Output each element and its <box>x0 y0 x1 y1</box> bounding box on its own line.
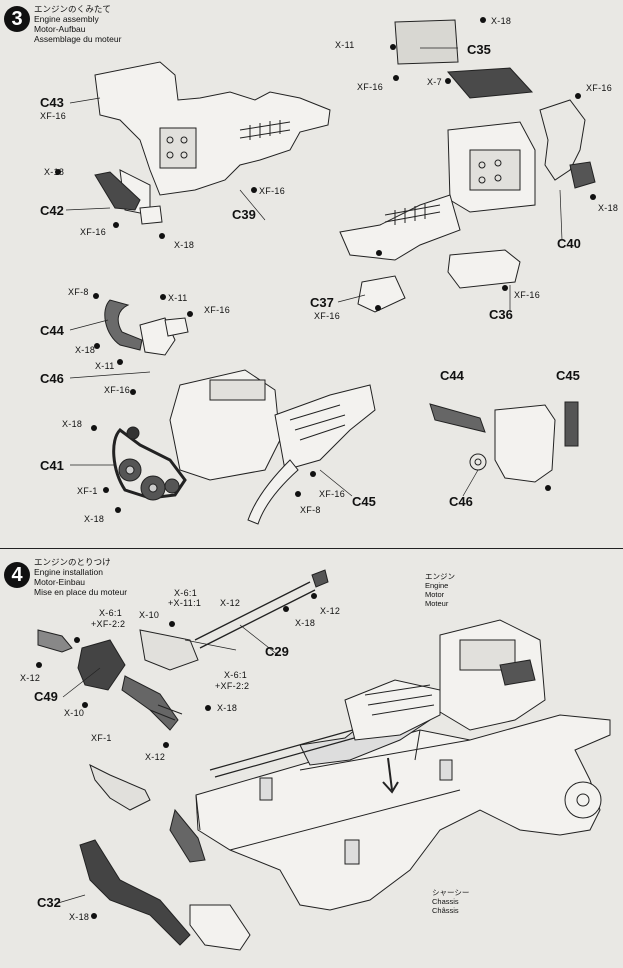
screw-x6-1-diff: X-6:1 <box>99 608 123 618</box>
engine-note-en: Engine <box>425 581 449 590</box>
installed-engine-illustration <box>344 619 546 794</box>
turbo-detail-illustration <box>429 401 579 483</box>
screw-x7: X-7 <box>427 77 442 87</box>
chassis-note: シャーシー Chassis Châssis <box>432 888 469 915</box>
screw-x6-1-top: X-6:1 <box>174 588 198 598</box>
step-3-title-jp: エンジンのくみたて <box>34 4 111 14</box>
screw-xf16-c43: XF-16 <box>40 111 67 121</box>
screw-xf16-c42: XF-16 <box>80 227 107 237</box>
screw-xf8-c44: XF-8 <box>68 287 89 297</box>
engine-note-de: Motor <box>425 590 445 599</box>
screw-xf16-c40: XF-16 <box>586 83 613 93</box>
screw-x18-c42-bottom: X-18 <box>174 240 195 250</box>
step-4-title-jp: エンジンのとりつけ <box>34 557 111 567</box>
screw-x6-1-axle: X-6:1 <box>224 670 248 680</box>
screw-x18-axle: X-18 <box>217 703 238 713</box>
screw-xf1-axle: XF-1 <box>91 733 112 743</box>
screw-xf16-c37: XF-16 <box>314 311 341 321</box>
step-3-heading: エンジンのくみたて Engine assembly Motor-Aufbau A… <box>34 4 121 44</box>
part-c42: C42 <box>40 203 64 218</box>
screw-x18-c44: X-18 <box>75 345 96 355</box>
engine-note-fr: Moteur <box>425 599 449 608</box>
screw-xf1-c41: XF-1 <box>77 486 98 496</box>
part-c39: C39 <box>232 207 256 222</box>
screw-xf16-c36: XF-16 <box>514 290 541 300</box>
part-c46: C46 <box>40 371 64 386</box>
screw-x18-shaft: X-18 <box>295 618 316 628</box>
drive-shaft-illustration <box>37 569 329 863</box>
step-3-title-de: Motor-Aufbau <box>34 24 86 34</box>
part-c49: C49 <box>34 689 58 704</box>
transmission-illustration <box>94 61 331 225</box>
engine-note: エンジン Engine Motor Moteur <box>425 572 455 608</box>
screw-x18-c40: X-18 <box>598 203 619 213</box>
chassis-note-fr: Châssis <box>432 906 459 915</box>
step-divider <box>0 548 623 549</box>
screw-x11-c44: X-11 <box>168 293 188 303</box>
part-c32: C32 <box>37 895 61 910</box>
screw-x12-axle: X-12 <box>145 752 166 762</box>
step-4-number: 4 <box>4 562 30 588</box>
screw-x12-shaft-end: X-12 <box>320 606 341 616</box>
chassis-illustration <box>79 689 611 951</box>
screw-xf16-c46: XF-16 <box>104 385 131 395</box>
leader-lines <box>57 47 563 904</box>
part-c36: C36 <box>489 307 513 322</box>
screw-x11-c35: X-11 <box>335 40 355 50</box>
step-3-title-en: Engine assembly <box>34 14 99 24</box>
screw-xf16-c35-left: XF-16 <box>357 82 384 92</box>
screw-xf2-2-axle: +XF-2:2 <box>215 681 250 691</box>
screw-xf2-2-diff: +XF-2:2 <box>91 619 126 629</box>
screw-x12-left: X-12 <box>20 673 41 683</box>
screw-xf16-c44: XF-16 <box>204 305 231 315</box>
part-c29: C29 <box>265 644 289 659</box>
screw-x12-shaft: X-12 <box>220 598 241 608</box>
part-c35: C35 <box>467 42 491 57</box>
step-4-title-en: Engine installation <box>34 567 103 577</box>
part-c46-detail: C46 <box>449 494 473 509</box>
part-c40: C40 <box>557 236 581 251</box>
step-4-title-de: Motor-Einbau <box>34 577 86 587</box>
screw-xf16-c39: XF-16 <box>259 186 286 196</box>
part-c43: C43 <box>40 95 64 110</box>
step-4-heading: エンジンのとりつけ Engine installation Motor-Einb… <box>34 557 127 597</box>
engine-with-pulleys-illustration <box>104 299 376 525</box>
step-4-title-fr: Mise en place du moteur <box>34 587 128 597</box>
chassis-note-en: Chassis <box>432 897 459 906</box>
screw-x18-c35: X-18 <box>491 16 512 26</box>
screw-xf8-c45: XF-8 <box>300 505 321 515</box>
part-c44: C44 <box>40 323 64 338</box>
screw-x10-bottom: X-10 <box>64 708 85 718</box>
screw-markers <box>36 17 596 919</box>
part-c45: C45 <box>352 494 376 509</box>
screw-x18-c42-top: X-18 <box>44 167 65 177</box>
chassis-note-jp: シャーシー <box>432 888 470 897</box>
screw-x18-c32: X-18 <box>69 912 90 922</box>
screw-x18-c41-bottom: X-18 <box>84 514 105 524</box>
engine-note-jp: エンジン <box>425 572 455 581</box>
screw-x11-1: +X-11:1 <box>168 598 202 608</box>
part-c41: C41 <box>40 458 64 473</box>
part-c44-detail: C44 <box>440 368 464 383</box>
screw-x18-c41-top: X-18 <box>62 419 83 429</box>
screw-x10-top: X-10 <box>139 610 160 620</box>
part-c37: C37 <box>310 295 334 310</box>
engine-block-illustration <box>339 19 596 313</box>
step-3-number: 3 <box>4 6 30 32</box>
screw-xf16-c45: XF-16 <box>319 489 346 499</box>
screw-x11-c46: X-11 <box>95 361 115 371</box>
part-c45-detail: C45 <box>556 368 580 383</box>
step-3-title-fr: Assemblage du moteur <box>34 34 122 44</box>
